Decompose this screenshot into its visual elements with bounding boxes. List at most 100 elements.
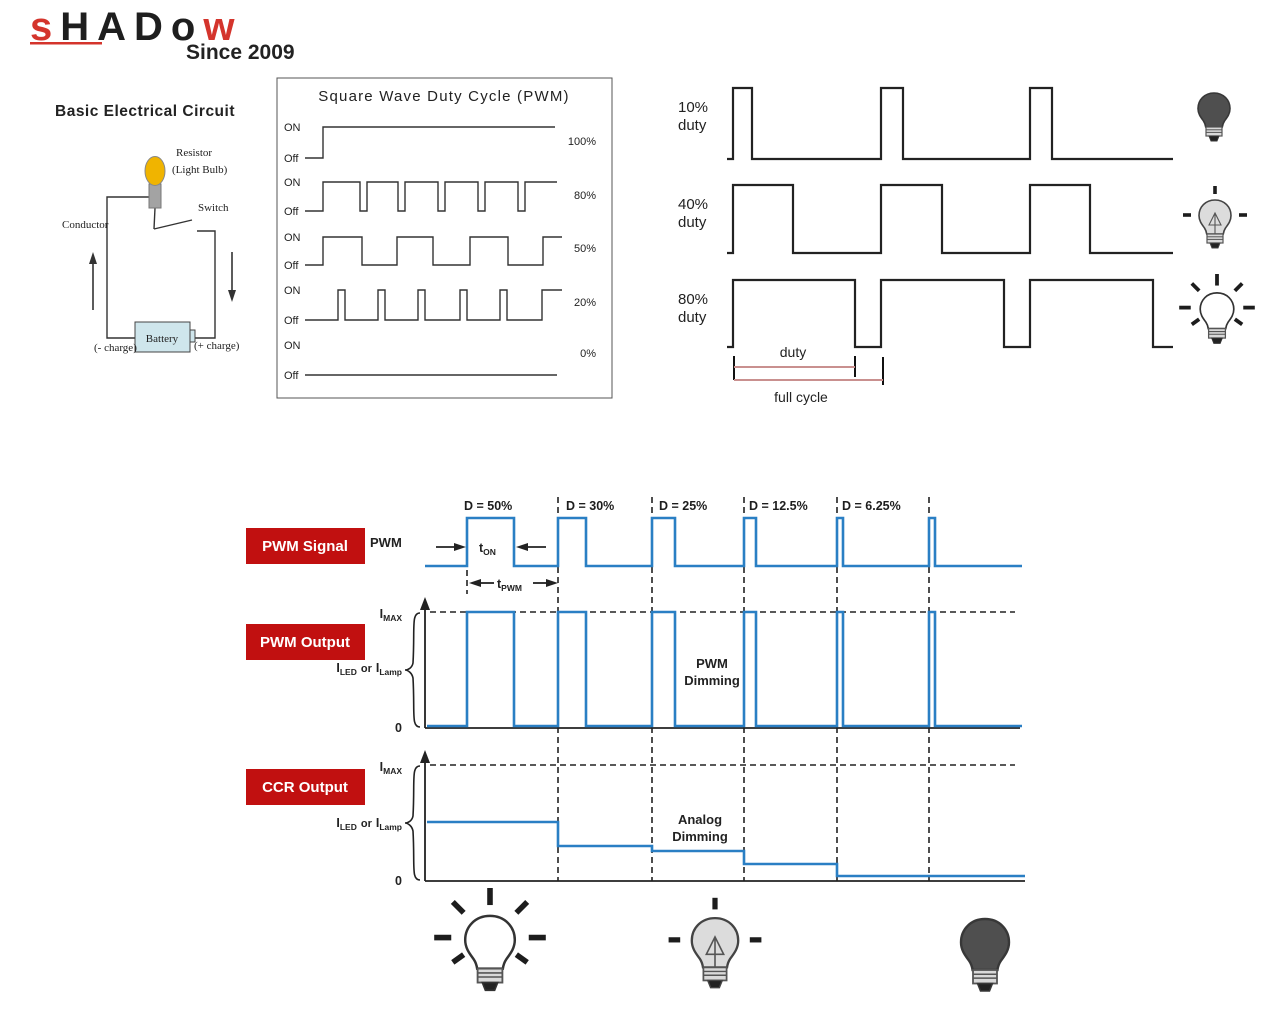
switch-blade [153, 219, 193, 230]
bulb-socket [148, 183, 162, 209]
duty-label-50: D = 50% [464, 499, 512, 513]
pwm-dimming-label-1: PWM [696, 656, 728, 671]
row1-off-label: Off [284, 153, 299, 165]
logo-underline [30, 42, 102, 45]
pwm-output-tag-label: PWM Output [260, 634, 350, 651]
duty-label-25: D = 25% [659, 499, 707, 513]
light-bulb-icon [144, 156, 166, 186]
bulb-dim-icon [1181, 184, 1249, 249]
wire-bulb-stem [153, 207, 156, 230]
ccr-output-tag-label: CCR Output [262, 779, 348, 796]
negative-charge-label: (- charge) [94, 342, 137, 354]
wire-left [106, 196, 150, 339]
row2-off-label: Off [284, 206, 299, 218]
row5-on-label: ON [284, 340, 301, 352]
pwm-output-y-axis-arrow [420, 597, 430, 610]
positive-charge-label: (+ charge) [194, 340, 240, 352]
row2-on-label: ON [284, 177, 301, 189]
ccr-output-stepped-waveform [427, 820, 1025, 878]
ccr-brace [404, 765, 421, 881]
pwm-dimming-label-2: Dimming [684, 673, 740, 688]
bulb-dim-large-icon [669, 898, 762, 989]
waveform-80pct-duty [727, 278, 1173, 349]
duty40-pct-label: 40% [678, 196, 708, 213]
ccr-imax-label: IMAX [380, 760, 403, 776]
current-arrow-up-head [89, 252, 97, 264]
waveform-10pct-duty [727, 86, 1173, 161]
ton-label: tON [479, 541, 496, 557]
waveform-50pct [305, 236, 562, 266]
waveform-20pct [305, 289, 562, 321]
duty80-word-label: duty [678, 309, 707, 326]
row3-on-label: ON [284, 232, 301, 244]
analog-dimming-label-2: Dimming [672, 829, 728, 844]
resistor-sub-label: (Light Bulb) [172, 164, 228, 176]
analog-dimming-label-1: Analog [678, 812, 722, 827]
ccr-y-axis-arrow [420, 750, 430, 763]
duty10-word-label: duty [678, 117, 707, 134]
current-arrow-down-head [228, 290, 236, 302]
duty-label-30: D = 30% [566, 499, 614, 513]
battery-terminal [189, 329, 196, 343]
duty-measure-label: duty [780, 344, 806, 360]
row4-pct-label: 20% [574, 297, 596, 309]
row4-on-label: ON [284, 285, 301, 297]
duty10-pct-label: 10% [678, 99, 708, 116]
tpwm-arrow-left-head [469, 579, 481, 587]
bulb-bright-large-icon [434, 888, 546, 992]
brightness-result-bulbs [434, 888, 1011, 993]
pwm-signal-tag-label: PWM Signal [262, 538, 348, 555]
row4-off-label: Off [284, 315, 299, 327]
box-title: Square Wave Duty Cycle (PWM) [318, 88, 569, 105]
waveform-80pct [305, 181, 557, 212]
pwm-output-zero-label: 0 [395, 721, 402, 735]
duty-label-6-25: D = 6.25% [842, 499, 901, 513]
conductor-label: Conductor [62, 219, 109, 231]
logo-tagline: Since 2009 [186, 41, 295, 64]
pwm-output-imax-label: IMAX [380, 607, 403, 623]
pwm-axis-label: PWM [370, 535, 402, 550]
tpwm-arrow-right-head [546, 579, 558, 587]
battery-box [134, 321, 191, 353]
row3-off-label: Off [284, 260, 299, 272]
row3-pct-label: 50% [574, 243, 596, 255]
bulb-off-icon [1197, 92, 1231, 142]
ccr-zero-label: 0 [395, 874, 402, 888]
full-cycle-measure-label: full cycle [774, 389, 828, 405]
box-border [276, 77, 613, 399]
row1-on-label: ON [284, 122, 301, 134]
ccr-output-tag [246, 769, 365, 805]
bulb-bright-icon [1177, 272, 1257, 345]
pwm-output-brace [404, 612, 421, 728]
ton-arrow-right-head [516, 543, 528, 551]
duty40-word-label: duty [678, 214, 707, 231]
bulb-off-large-icon [959, 917, 1011, 993]
wire-right [195, 230, 216, 339]
row2-pct-label: 80% [574, 190, 596, 202]
tpwm-label: tPWM [497, 577, 522, 593]
square-wave-duty-cycle-box: Square Wave Duty Cycle (PWM) ON Off 100%… [276, 77, 613, 399]
row1-pct-label: 100% [568, 136, 596, 148]
row5-pct-label: 0% [580, 348, 596, 360]
pwm-output-tag [246, 624, 365, 660]
waveform-40pct-duty [727, 183, 1173, 255]
duty-demo-section: 10% duty 40% duty 80% duty duty full cyc… [678, 86, 1257, 405]
basic-circuit-diagram: Basic Electrical Circuit Resistor (Light… [55, 103, 240, 354]
row5-off-label: Off [284, 370, 299, 382]
pwm-signal-waveform [425, 516, 1022, 568]
resistor-label: Resistor [176, 147, 212, 159]
pwm-dimming-diagram: D = 50% D = 30% D = 25% D = 12.5% D = 6.… [246, 497, 1025, 888]
waveform-100pct [305, 126, 555, 159]
battery-label: Battery [146, 333, 179, 345]
switch-label: Switch [198, 202, 229, 214]
logo: sHADow Since 2009 [30, 5, 295, 64]
circuit-title: Basic Electrical Circuit [55, 103, 235, 120]
pwm-output-waveform [427, 610, 1022, 728]
ton-arrow-left-head [454, 543, 466, 551]
pwm-signal-tag [246, 528, 365, 564]
logo-wordmark: sHADow [30, 5, 242, 49]
duty-label-12-5: D = 12.5% [749, 499, 808, 513]
